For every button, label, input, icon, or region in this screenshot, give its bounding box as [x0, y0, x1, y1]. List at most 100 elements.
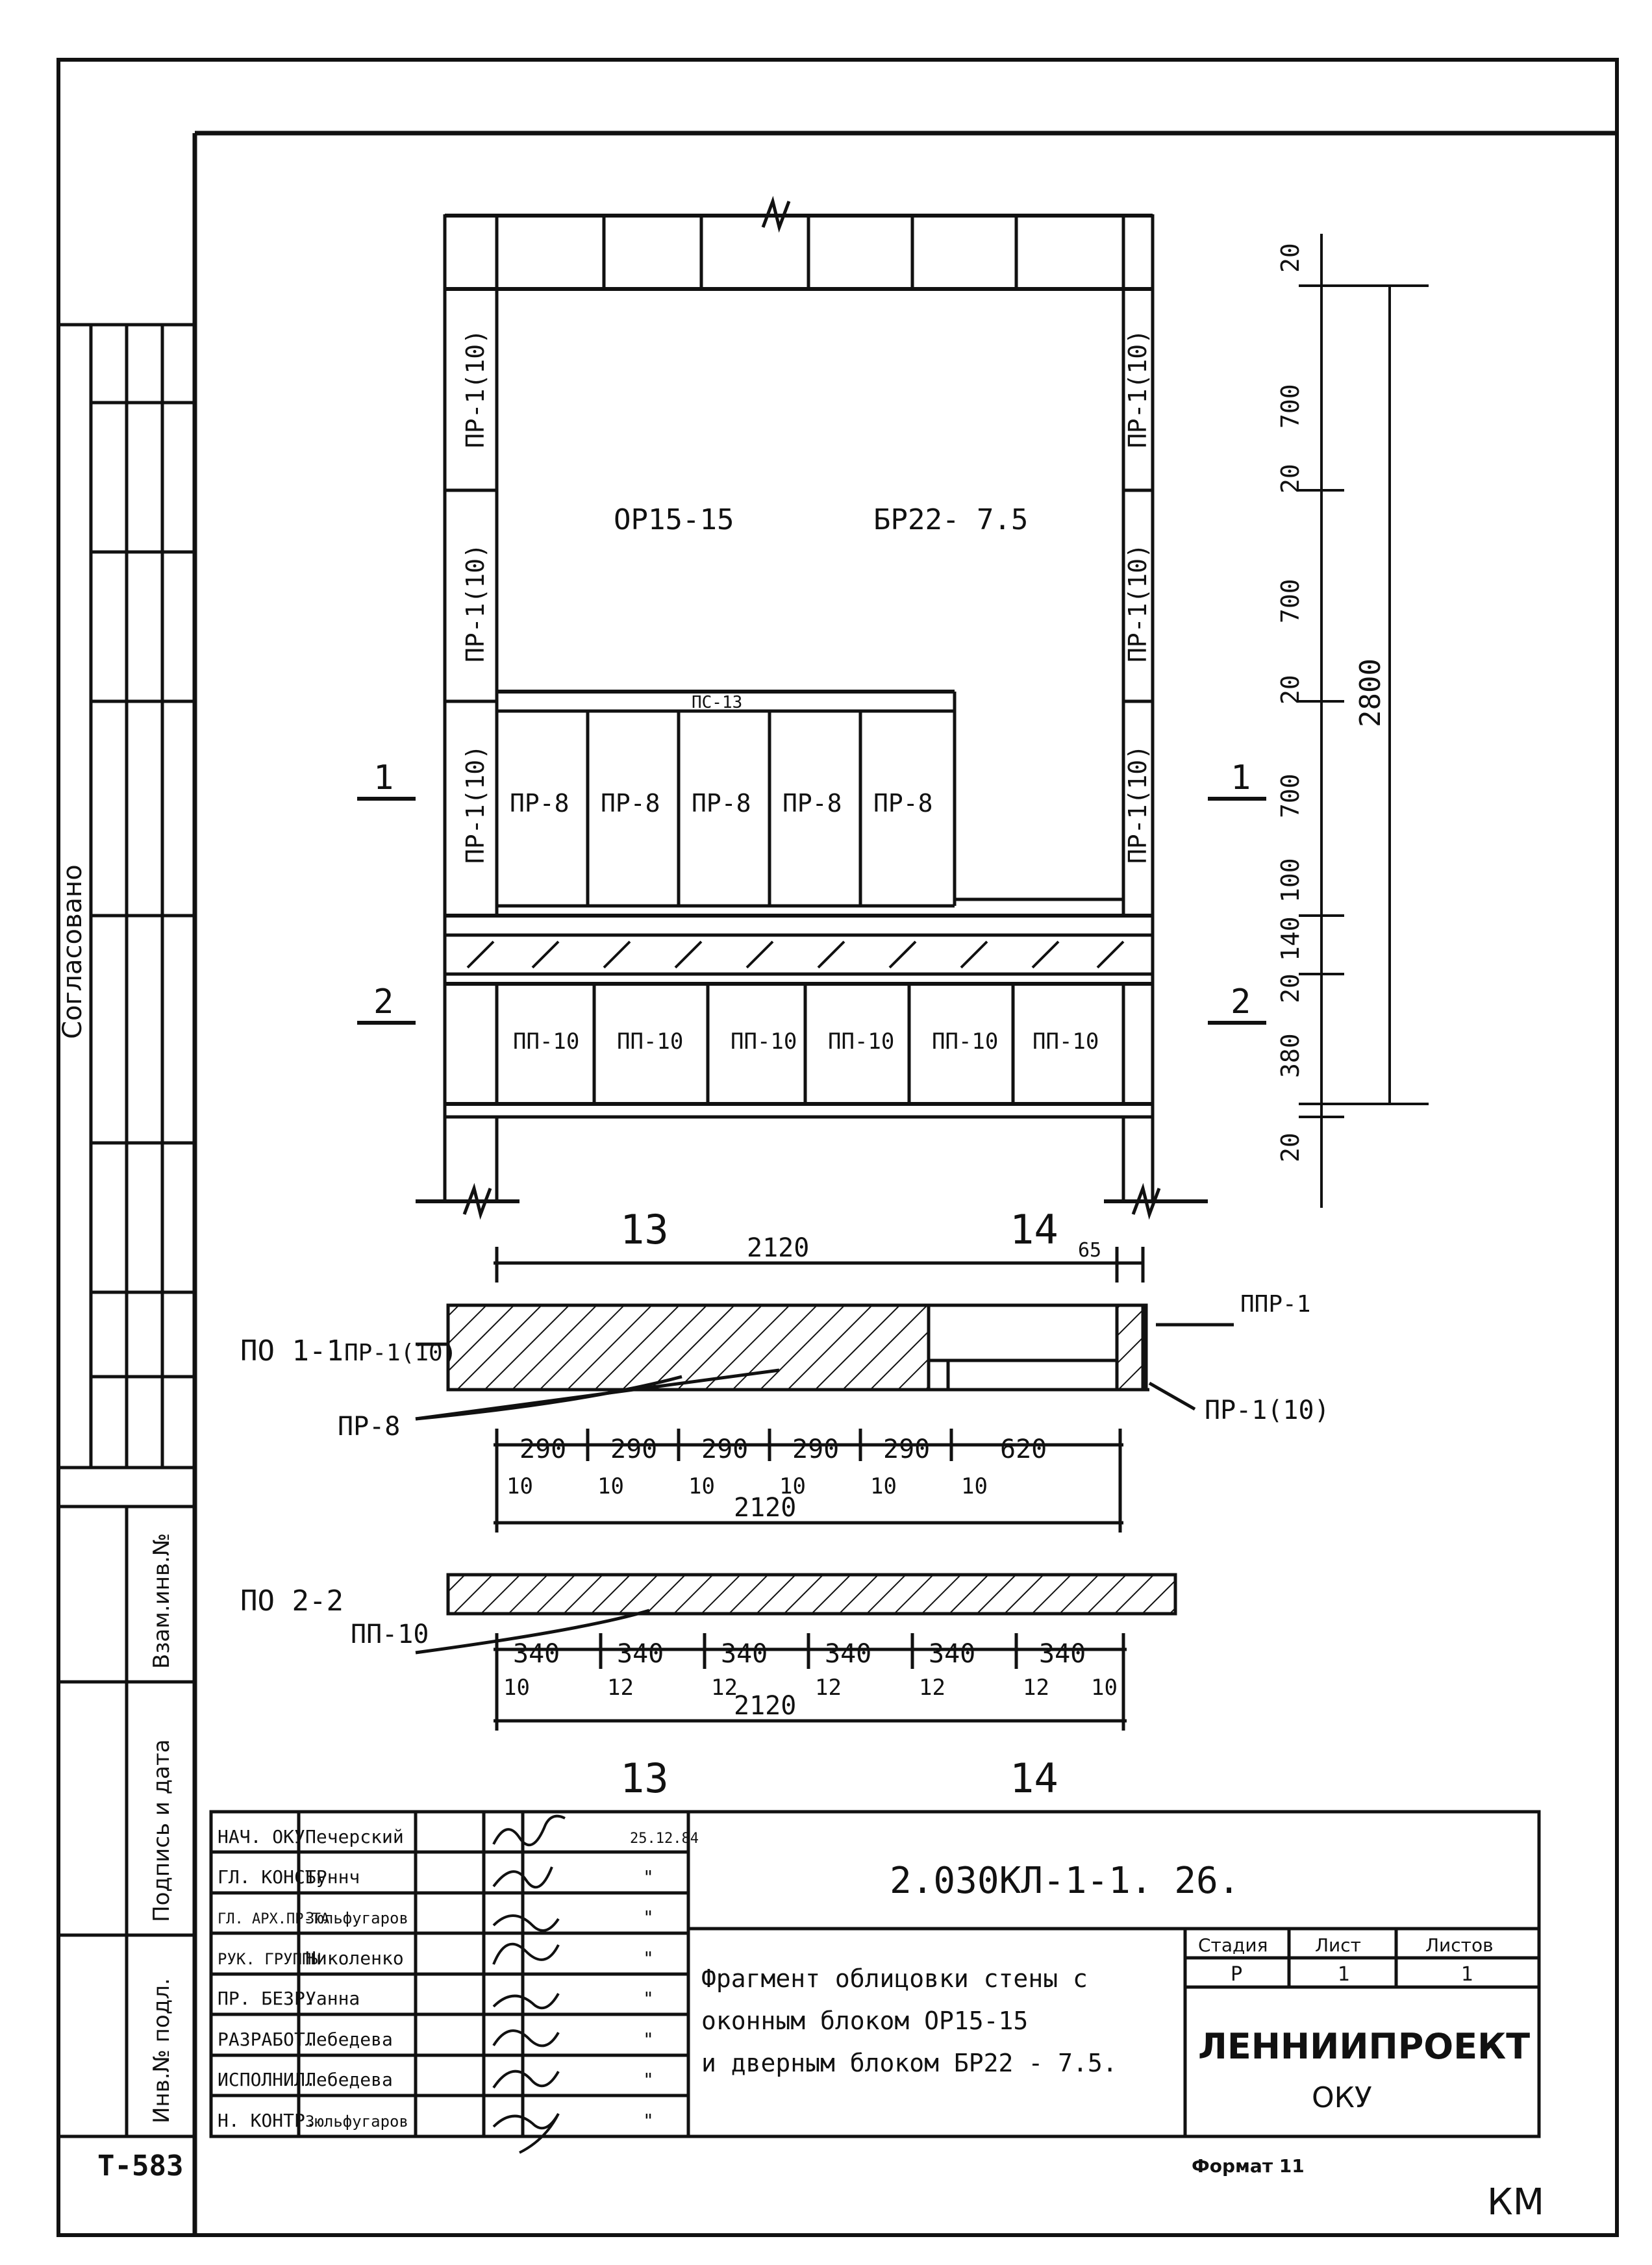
tb-name-6: Лебедева — [305, 2029, 393, 2050]
section-2-dim-4: 340 — [825, 1639, 871, 1669]
tb-name-5: Уанна — [305, 1988, 360, 2009]
bottom-pp10-1: ПП-10 — [513, 1029, 579, 1055]
tb-name-4: Николенко — [305, 1947, 404, 1969]
section-1-title: ПО 1-1 — [240, 1334, 344, 1368]
section-mark-lines — [357, 797, 1266, 1025]
title-block-rows: НАЧ. ОКУ Печерский 25.12.84 ГЛ. КОНСТР Б… — [218, 1826, 699, 2131]
stage-value: Р — [1231, 1963, 1242, 1986]
tb-name-1: Печерский — [305, 1826, 404, 1847]
sill-pr8-1: ПР-8 — [510, 789, 569, 818]
tb-date-5: " — [643, 1988, 654, 2009]
section-2-gap-7: 10 — [1091, 1675, 1118, 1701]
bottom-pp10-3: ПП-10 — [731, 1029, 797, 1055]
section-1-gap-2: 10 — [597, 1473, 624, 1499]
sill-pr8-2: ПР-8 — [601, 789, 660, 818]
axis-14-bottom: 14 — [1010, 1755, 1058, 1802]
tb-date-3: " — [643, 1907, 654, 1928]
section-1-pr8-label: ПР-8 — [338, 1412, 400, 1442]
section-1-dim-6: 620 — [1000, 1434, 1047, 1464]
tb-role-1: НАЧ. ОКУ — [218, 1826, 305, 1847]
tb-role-5: ПР. БЕЗР. — [218, 1988, 316, 2009]
tb-role-8: Н. КОНТР. — [218, 2110, 316, 2131]
bottom-pp10-4: ПП-10 — [828, 1029, 894, 1055]
vdim-700-a: 700 — [1276, 384, 1305, 429]
vdim-20-c: 20 — [1276, 675, 1305, 705]
tb-role-7: ИСПОЛНИЛ. — [218, 2069, 316, 2090]
section-1-gap-6: 10 — [961, 1473, 988, 1499]
vdim-total-2800: 2800 — [1354, 658, 1387, 727]
vdim-700-c: 700 — [1276, 773, 1305, 818]
tb-date-8: " — [643, 2110, 654, 2131]
tb-role-4: РУК. ГРУППЫ — [218, 1950, 321, 1968]
section-2-total: 2120 — [734, 1691, 796, 1721]
format-label: Формат 11 — [1192, 2155, 1305, 2177]
inv-original-label: Инв.№ подл. — [149, 1978, 175, 2123]
corner-mark: КМ — [1487, 2181, 1544, 2223]
section-1-gap-5: 10 — [870, 1473, 897, 1499]
bottom-pp10-2: ПП-10 — [617, 1029, 683, 1055]
tb-date-1: 25.12.84 — [630, 1831, 699, 1847]
section-2-gap-1: 10 — [503, 1675, 530, 1701]
section-1-gap-1: 10 — [507, 1473, 533, 1499]
axis-13-bottom: 13 — [620, 1755, 669, 1802]
stage-header: Стадия — [1198, 1934, 1268, 1956]
section-1-gap-4: 10 — [779, 1473, 806, 1499]
left-stamp-strip — [56, 323, 197, 2138]
description-line-1: Фрагмент облицовки стены с — [701, 1964, 1088, 1993]
tb-date-7: " — [643, 2069, 654, 2090]
tb-role-2: ГЛ. КОНСТР — [218, 1866, 327, 1888]
tb-date-4: " — [643, 1947, 654, 1969]
window-label: ОР15-15 — [614, 503, 734, 536]
signature-date-label: Подпись и дата — [149, 1739, 175, 1922]
sheets-value: 1 — [1461, 1963, 1473, 1986]
vdim-700-b: 700 — [1276, 579, 1305, 623]
section-2-gap-6: 12 — [1023, 1675, 1049, 1701]
signature-scribbles — [492, 1814, 566, 2154]
vdim-100: 100 — [1276, 858, 1305, 903]
section-2-dim-6: 340 — [1039, 1639, 1086, 1669]
organization-name: ЛЕННИИПРОЕКТ — [1198, 2026, 1530, 2067]
section-2-right-mark: 2 — [1231, 982, 1251, 1021]
tb-role-6: РАЗРАБОТ. — [218, 2029, 316, 2050]
vdim-20-e: 20 — [1276, 1132, 1305, 1162]
right-pr1-label-2: ПР-1(10) — [1123, 544, 1152, 662]
section-2-gap-4: 12 — [815, 1675, 842, 1701]
section-1-dim-5: 290 — [883, 1434, 930, 1464]
section-1-dim-2: 290 — [610, 1434, 657, 1464]
stamp-approved-label: Согласовано — [58, 864, 88, 1039]
tb-name-8: Зюльфугаров — [305, 2112, 408, 2131]
lintel-label: ПС-13 — [692, 693, 742, 712]
outer-frame — [56, 58, 1619, 2237]
section-2-gap-5: 12 — [919, 1675, 945, 1701]
bottom-pp10-6: ПП-10 — [1032, 1029, 1099, 1055]
tb-name-3: Зюльфугаров — [305, 1909, 408, 1927]
section-1-top-dim: 2120 — [747, 1233, 809, 1263]
title-block-grid — [209, 1810, 1541, 2138]
section-2-2 — [415, 1573, 1177, 1731]
tb-name-7: Лебедева — [305, 2069, 393, 2090]
section-2-title: ПО 2-2 — [240, 1584, 344, 1618]
drawing-code: 2.030КЛ-1-1. 26. — [890, 1860, 1240, 1902]
door-label: БР22- 7.5 — [873, 503, 1028, 536]
description-line-2: оконным блоком ОР15-15 — [701, 2007, 1028, 2035]
axis-14-top: 14 — [1010, 1206, 1058, 1253]
section-2-gap-2: 12 — [607, 1675, 634, 1701]
tb-name-2: Буннч — [305, 1866, 360, 1888]
right-pr1-label-1: ПР-1(10) — [1123, 329, 1152, 448]
section-2-dim-2: 340 — [617, 1639, 664, 1669]
left-pr1-label-3: ПР-1(10) — [461, 745, 490, 864]
sheet-value: 1 — [1338, 1963, 1350, 1986]
section-1-pr1-right-label: ПР-1(10) — [1205, 1395, 1330, 1425]
section-1-dim-3: 290 — [701, 1434, 748, 1464]
vdim-140: 140 — [1276, 916, 1305, 961]
section-2-dim-1: 340 — [513, 1639, 560, 1669]
tb-role-3: ГЛ. АРХ.ПР-ТА — [218, 1911, 329, 1927]
section-2-gap-3: 12 — [711, 1675, 738, 1701]
section-1-1 — [415, 1247, 1234, 1533]
section-1-top-dim-small: 65 — [1078, 1239, 1101, 1262]
sill-pr8-5: ПР-8 — [873, 789, 933, 818]
document-code: Т-583 — [97, 2149, 183, 2183]
section-2-left-mark: 2 — [373, 982, 394, 1021]
sheets-header: Листов — [1425, 1934, 1494, 1956]
